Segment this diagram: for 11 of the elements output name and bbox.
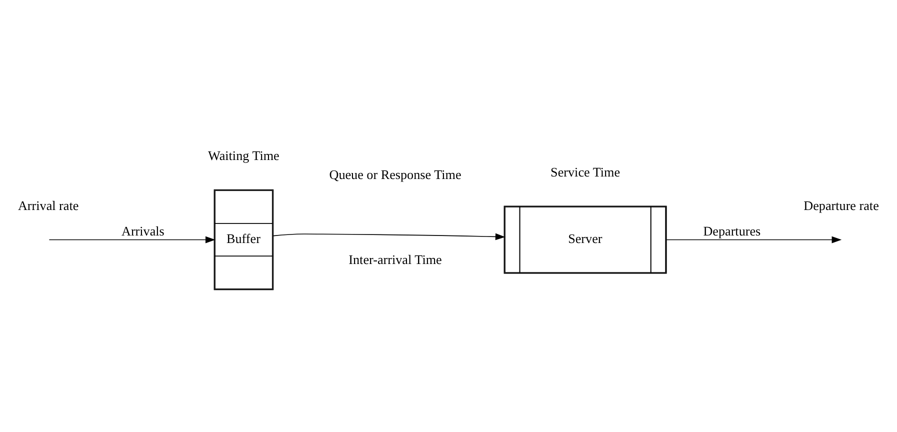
label: Inter-arrival Time bbox=[348, 252, 442, 268]
label: Service Time bbox=[550, 164, 620, 180]
arrow bbox=[666, 236, 842, 244]
edge-label: Departures bbox=[703, 223, 761, 238]
label: Departure rate bbox=[804, 198, 879, 214]
arrow bbox=[48, 236, 216, 244]
label: Arrival rate bbox=[18, 198, 79, 214]
label: Queue or Response Time bbox=[329, 166, 462, 182]
edge-label: Arrivals bbox=[121, 223, 164, 238]
label: Waiting Time bbox=[208, 148, 280, 164]
arrow bbox=[273, 233, 506, 240]
